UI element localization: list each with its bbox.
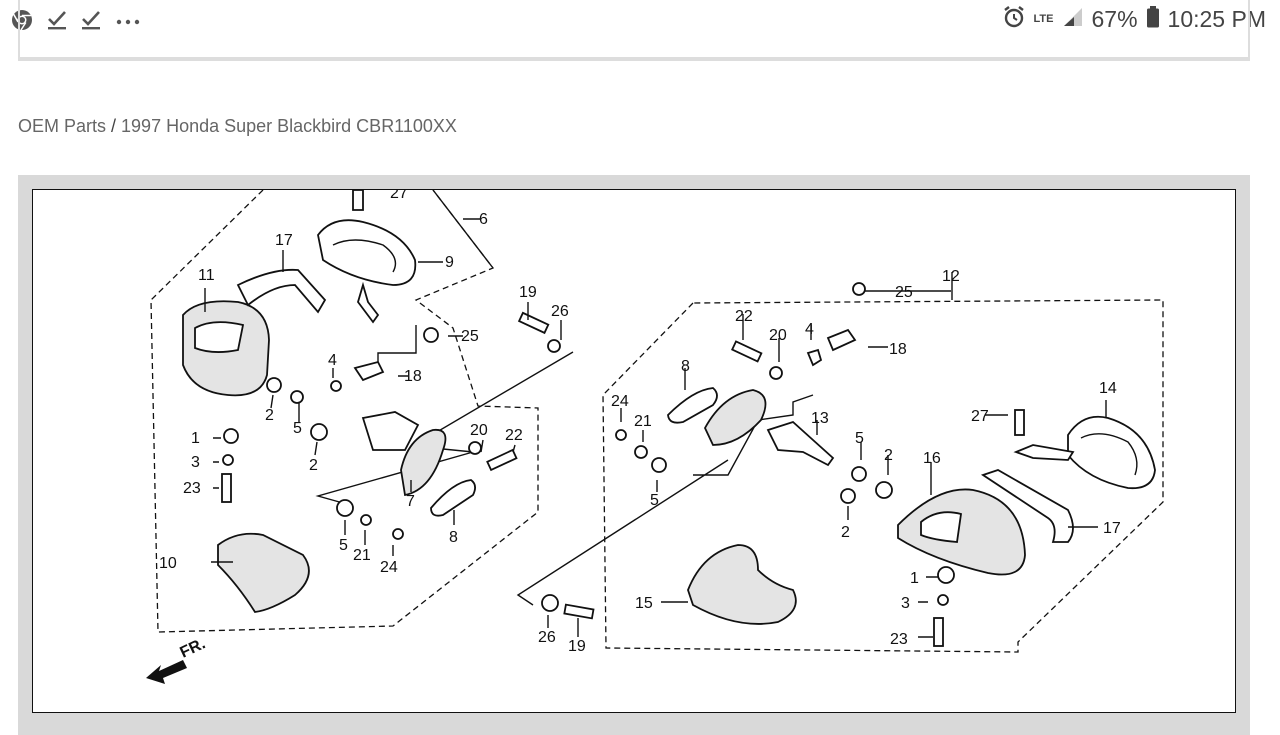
- check-icon: [46, 9, 68, 36]
- part-label-21b[interactable]: 21: [634, 413, 652, 430]
- battery-level: 67%: [1091, 6, 1138, 32]
- part-label-27b[interactable]: 27: [971, 408, 989, 425]
- alarm-icon: [1002, 5, 1026, 34]
- breadcrumb-separator: /: [111, 116, 117, 136]
- part-label-25[interactable]: 25: [461, 328, 479, 345]
- part-label-17b[interactable]: 17: [1103, 520, 1121, 537]
- part-label-8[interactable]: 8: [449, 529, 458, 546]
- part-label-2[interactable]: 2: [265, 407, 274, 424]
- part-label-3[interactable]: 3: [191, 454, 200, 471]
- part-label-6[interactable]: 6: [479, 211, 488, 228]
- part-label-1[interactable]: 1: [191, 430, 200, 447]
- part-label-5[interactable]: 5: [293, 420, 302, 437]
- part-label-10[interactable]: 10: [159, 555, 177, 572]
- part-label-26[interactable]: 26: [551, 303, 569, 320]
- part-label-1b[interactable]: 1: [910, 570, 919, 587]
- part-label-27[interactable]: 27: [390, 190, 408, 202]
- check-icon: [80, 9, 102, 36]
- network-type: LTE: [1033, 13, 1054, 25]
- part-label-26b[interactable]: 26: [538, 629, 556, 646]
- part-label-21[interactable]: 21: [353, 547, 371, 564]
- more-icon: [114, 9, 142, 36]
- part-label-19b[interactable]: 19: [568, 638, 586, 655]
- part-label-13[interactable]: 13: [811, 410, 829, 427]
- part-label-7[interactable]: 7: [406, 493, 415, 510]
- part-label-5d[interactable]: 5: [855, 430, 864, 447]
- part-label-2c[interactable]: 2: [884, 447, 893, 464]
- part-label-9[interactable]: 9: [445, 254, 454, 271]
- part-label-12[interactable]: 12: [942, 268, 960, 285]
- part-label-18[interactable]: 18: [404, 368, 422, 385]
- part-label-15[interactable]: 15: [635, 595, 653, 612]
- part-label-20[interactable]: 20: [470, 422, 488, 439]
- parts-diagram[interactable]: FR. 11 17 27 6 9 25 4 18 19 26 2 5 2 1 3…: [32, 189, 1236, 713]
- part-label-24[interactable]: 24: [380, 559, 398, 576]
- part-label-11[interactable]: 11: [198, 267, 215, 284]
- part-label-18b[interactable]: 18: [889, 341, 907, 358]
- exploded-view-diagram: FR. 11 17 27 6 9 25 4 18 19 26 2 5 2 1 3…: [146, 190, 1164, 684]
- part-label-22b[interactable]: 22: [735, 308, 753, 325]
- part-label-5c[interactable]: 5: [650, 492, 659, 509]
- front-direction-arrow-icon: [146, 660, 187, 684]
- direction-label: FR.: [178, 635, 209, 661]
- part-label-17[interactable]: 17: [275, 232, 293, 249]
- part-label-16[interactable]: 16: [923, 450, 941, 467]
- part-label-8b[interactable]: 8: [681, 358, 690, 375]
- part-label-24b[interactable]: 24: [611, 393, 629, 410]
- previous-card: [18, 0, 1250, 61]
- part-label-14[interactable]: 14: [1099, 380, 1117, 397]
- battery-icon: [1146, 5, 1160, 34]
- part-label-22[interactable]: 22: [505, 427, 523, 444]
- part-label-5b[interactable]: 5: [339, 537, 348, 554]
- notification-icons: [10, 8, 142, 37]
- breadcrumb: OEM Parts/1997 Honda Super Blackbird CBR…: [18, 116, 457, 137]
- part-label-20b[interactable]: 20: [769, 327, 787, 344]
- part-label-3b[interactable]: 3: [901, 595, 910, 612]
- part-label-2d[interactable]: 2: [841, 524, 850, 541]
- breadcrumb-current: 1997 Honda Super Blackbird CBR1100XX: [121, 116, 457, 136]
- part-label-23b[interactable]: 23: [890, 631, 908, 648]
- part-label-25b[interactable]: 25: [895, 284, 913, 301]
- part-label-19[interactable]: 19: [519, 284, 537, 301]
- breadcrumb-root-link[interactable]: OEM Parts: [18, 116, 107, 136]
- part-label-2b[interactable]: 2: [309, 457, 318, 474]
- part-label-4[interactable]: 4: [328, 352, 337, 369]
- part-label-23[interactable]: 23: [183, 480, 201, 497]
- part-label-4b[interactable]: 4: [805, 321, 814, 338]
- parts-diagram-frame: FR. 11 17 27 6 9 25 4 18 19 26 2 5 2 1 3…: [18, 175, 1250, 735]
- signal-icon: [1062, 6, 1084, 33]
